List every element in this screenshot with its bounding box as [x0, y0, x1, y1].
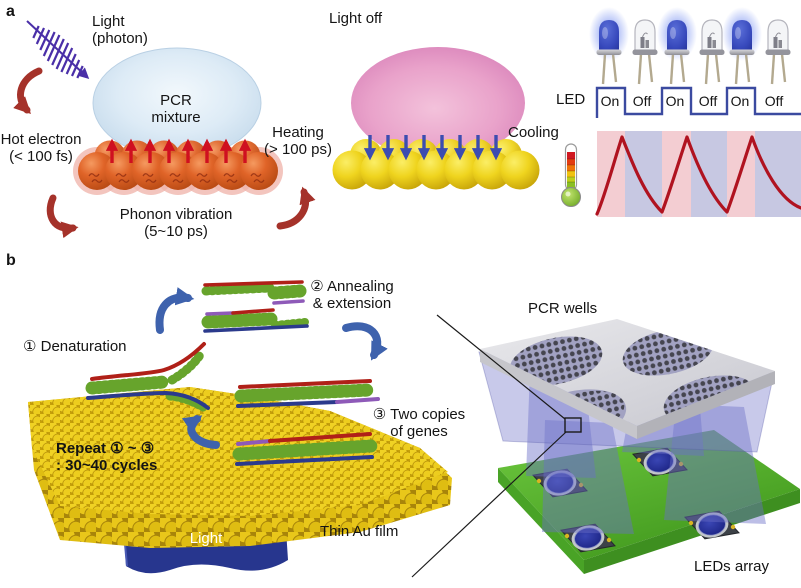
heating-label: Heating (> 100 ps) — [264, 124, 332, 158]
cooling-arrows — [363, 135, 503, 161]
led-on-icon — [655, 5, 699, 86]
heating-arrows — [105, 138, 252, 163]
temperature-curve — [595, 135, 801, 216]
step-3-two-copies-label: ③ Two copies of genes — [372, 406, 466, 440]
dna-copy-2 — [232, 432, 378, 466]
step-1-denaturation-label: ① Denaturation — [23, 338, 127, 355]
cooling-label: Cooling — [508, 124, 559, 141]
led-state-label: Off — [698, 93, 718, 109]
led-state-label: Off — [764, 93, 784, 109]
thermometer-icon — [561, 143, 581, 207]
repeat-cycles-label: Repeat ① ~ ③ : 30~40 cycles — [56, 440, 158, 474]
hot-electron-cycle-arrows — [13, 67, 316, 239]
hot-nanoparticle-row — [73, 140, 283, 195]
light-photon-icon — [26, 20, 90, 80]
led-array-device — [411, 314, 800, 578]
hot-electron-label: Hot electron (< 100 fs) — [0, 131, 82, 165]
panel-a — [13, 5, 801, 239]
dna-copy-1 — [234, 379, 380, 408]
panel-a-label: a — [6, 3, 15, 20]
zoom-callout — [411, 314, 582, 578]
led-state-label: On — [665, 93, 685, 109]
led-state-label: On — [600, 93, 620, 109]
pcr-wells-label: PCR wells — [528, 300, 598, 317]
temperature-plot — [595, 131, 801, 217]
dna-denaturation — [85, 342, 210, 412]
led-package — [684, 510, 740, 540]
led-package — [532, 468, 588, 498]
led-state-label: On — [730, 93, 750, 109]
thin-au-film-label: Thin Au film — [320, 523, 399, 540]
led-axis-label: LED — [556, 91, 586, 108]
led-off-icon — [631, 18, 659, 86]
led-package — [632, 447, 688, 477]
led-row — [587, 5, 792, 86]
light-photon-label: Light (photon) — [92, 13, 148, 47]
phonon-vibration-label: Phonon vibration (5~10 ps) — [119, 206, 233, 240]
light-beam-label: Light — [189, 530, 223, 547]
led-packages — [532, 447, 740, 553]
dna-free-strands — [201, 280, 309, 333]
led-package — [560, 523, 616, 553]
led-state-label: Off — [632, 93, 652, 109]
leds-array-label: LEDs array — [694, 558, 770, 575]
light-off-label: Light off — [329, 10, 383, 27]
panel-b — [28, 280, 800, 578]
cooling-droplet — [351, 47, 525, 159]
panel-b-label: b — [6, 252, 16, 269]
step-2-annealing-label: ② Annealing & extension — [310, 278, 394, 312]
led-off-icon — [698, 18, 726, 86]
pcr-mixture-label: PCR mixture — [151, 92, 201, 126]
led-off-icon — [764, 18, 792, 86]
led-on-off-waveform — [595, 86, 801, 118]
pcr-cycle-arrows — [155, 287, 388, 449]
led-on-icon — [720, 5, 764, 86]
led-on-icon — [587, 5, 631, 86]
